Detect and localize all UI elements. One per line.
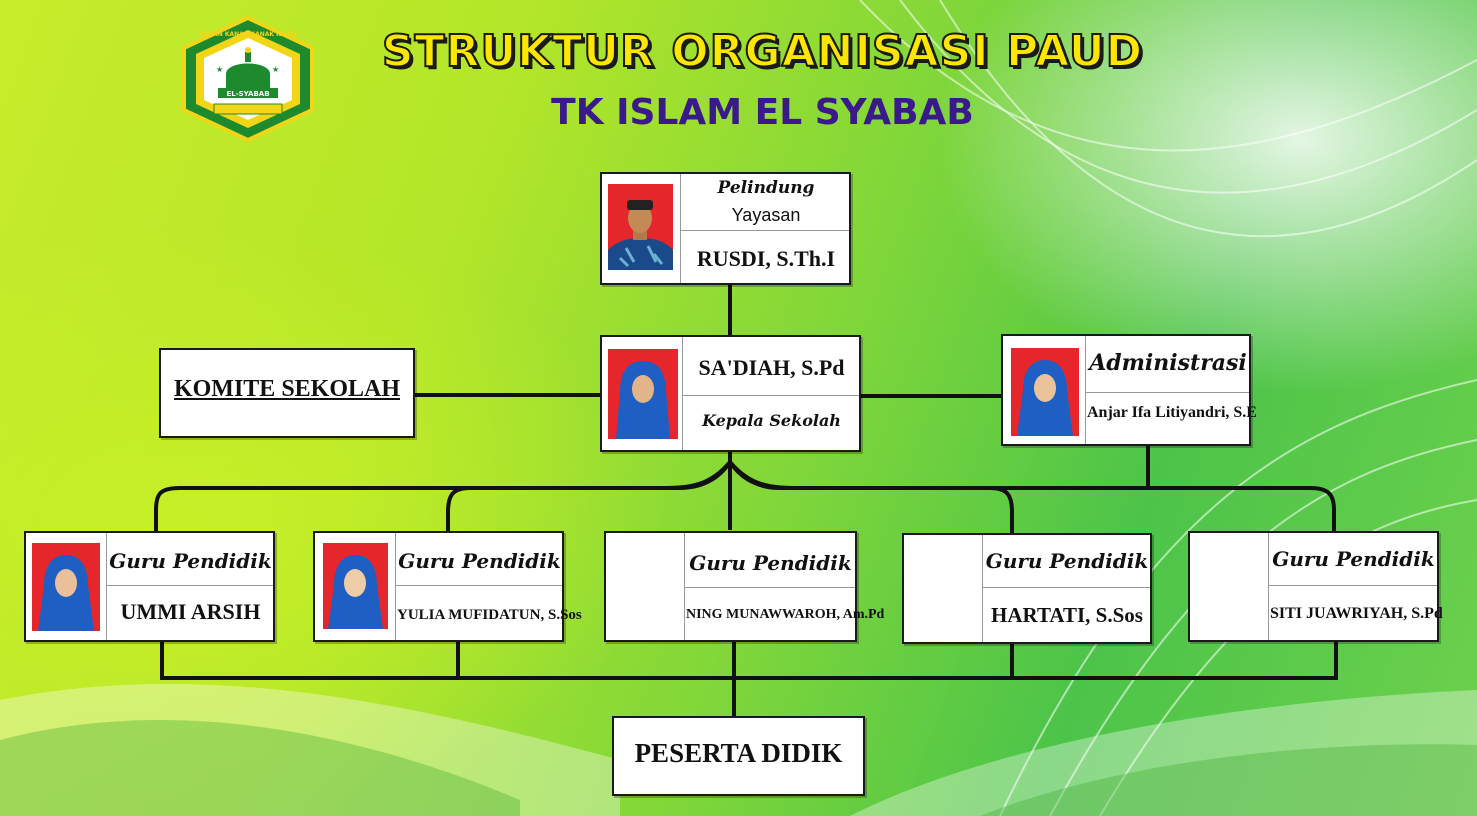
administrasi-name: Anjar Ifa Litiyandri, S.E [1087, 404, 1257, 421]
administrasi-role: Administrasi [1089, 350, 1247, 376]
komite-label: KOMITE SEKOLAH [173, 376, 401, 402]
peserta-didik-card: PESERTA DIDIK [612, 716, 865, 796]
logo-banner-text: EL-SYABAB [226, 90, 269, 98]
administrasi-card: Administrasi Anjar Ifa Litiyandri, S.E [1001, 334, 1257, 446]
pelindung-card: Pelindung Yayasan RUSDI, S.Th.I [600, 172, 851, 285]
kepala-name: SA'DIAH, S.Pd [698, 355, 845, 380]
guru-3-name: NING MUNAWWAROH, Am.Pd [686, 607, 885, 622]
star-icon: ★ [216, 65, 223, 74]
guru-3-photo-placeholder [606, 533, 684, 640]
guru-1-role: Guru Pendidik [109, 549, 272, 573]
guru-2-photo [323, 543, 388, 629]
kepala-role: Kepala Sekolah [702, 411, 841, 430]
kepala-sekolah-card: SA'DIAH, S.Pd Kepala Sekolah [600, 335, 861, 452]
pelindung-org: Yayasan [731, 205, 801, 225]
page-title: STRUKTUR ORGANISASI PAUD [381, 25, 1144, 78]
person-avatar-icon [323, 543, 388, 629]
guru-card-4: Guru Pendidik HARTATI, S.Sos [902, 533, 1152, 644]
person-avatar-icon [32, 543, 100, 631]
guru-3-role: Guru Pendidik [689, 551, 852, 575]
guru-5-role: Guru Pendidik [1272, 547, 1435, 571]
guru-card-3: Guru Pendidik NING MUNAWWAROH, Am.Pd [604, 531, 885, 642]
person-avatar-icon [608, 184, 673, 270]
person-avatar-icon [1011, 348, 1079, 436]
person-avatar-icon [608, 349, 678, 439]
guru-1-name: UMMI ARSIH [120, 599, 261, 624]
guru-card-2: Guru Pendidik YULIA MUFIDATUN, S.Sos [313, 531, 582, 642]
pelindung-name: RUSDI, S.Th.I [696, 246, 836, 271]
guru-4-name: HARTATI, S.Sos [991, 603, 1143, 627]
guru-5-photo-placeholder [1190, 533, 1268, 640]
guru-1-photo [32, 543, 100, 631]
logo-top-text: TAMAN KANAK-KANAK ISLAM [199, 31, 297, 38]
guru-card-5: Guru Pendidik SITI JUAWRIYAH, S.Pd [1188, 531, 1443, 642]
guru-5-name: SITI JUAWRIYAH, S.Pd [1270, 605, 1443, 622]
kepala-photo [608, 349, 678, 439]
peserta-label: PESERTA DIDIK [634, 738, 843, 768]
page-subtitle: TK ISLAM EL SYABAB [551, 92, 974, 133]
pelindung-photo [608, 184, 673, 270]
administrasi-photo [1011, 348, 1079, 436]
guru-2-role: Guru Pendidik [398, 549, 561, 573]
guru-4-photo-placeholder [904, 535, 982, 642]
star-icon: ★ [272, 65, 279, 74]
school-logo: EL-SYABAB TAMAN KANAK-KANAK ISLAM ★ ★ [182, 15, 314, 143]
guru-4-role: Guru Pendidik [985, 549, 1149, 573]
pelindung-role: Pelindung [717, 178, 815, 198]
guru-card-1: Guru Pendidik UMMI ARSIH [24, 531, 275, 642]
guru-2-name: YULIA MUFIDATUN, S.Sos [397, 607, 582, 623]
komite-sekolah-card: KOMITE SEKOLAH [159, 348, 415, 438]
